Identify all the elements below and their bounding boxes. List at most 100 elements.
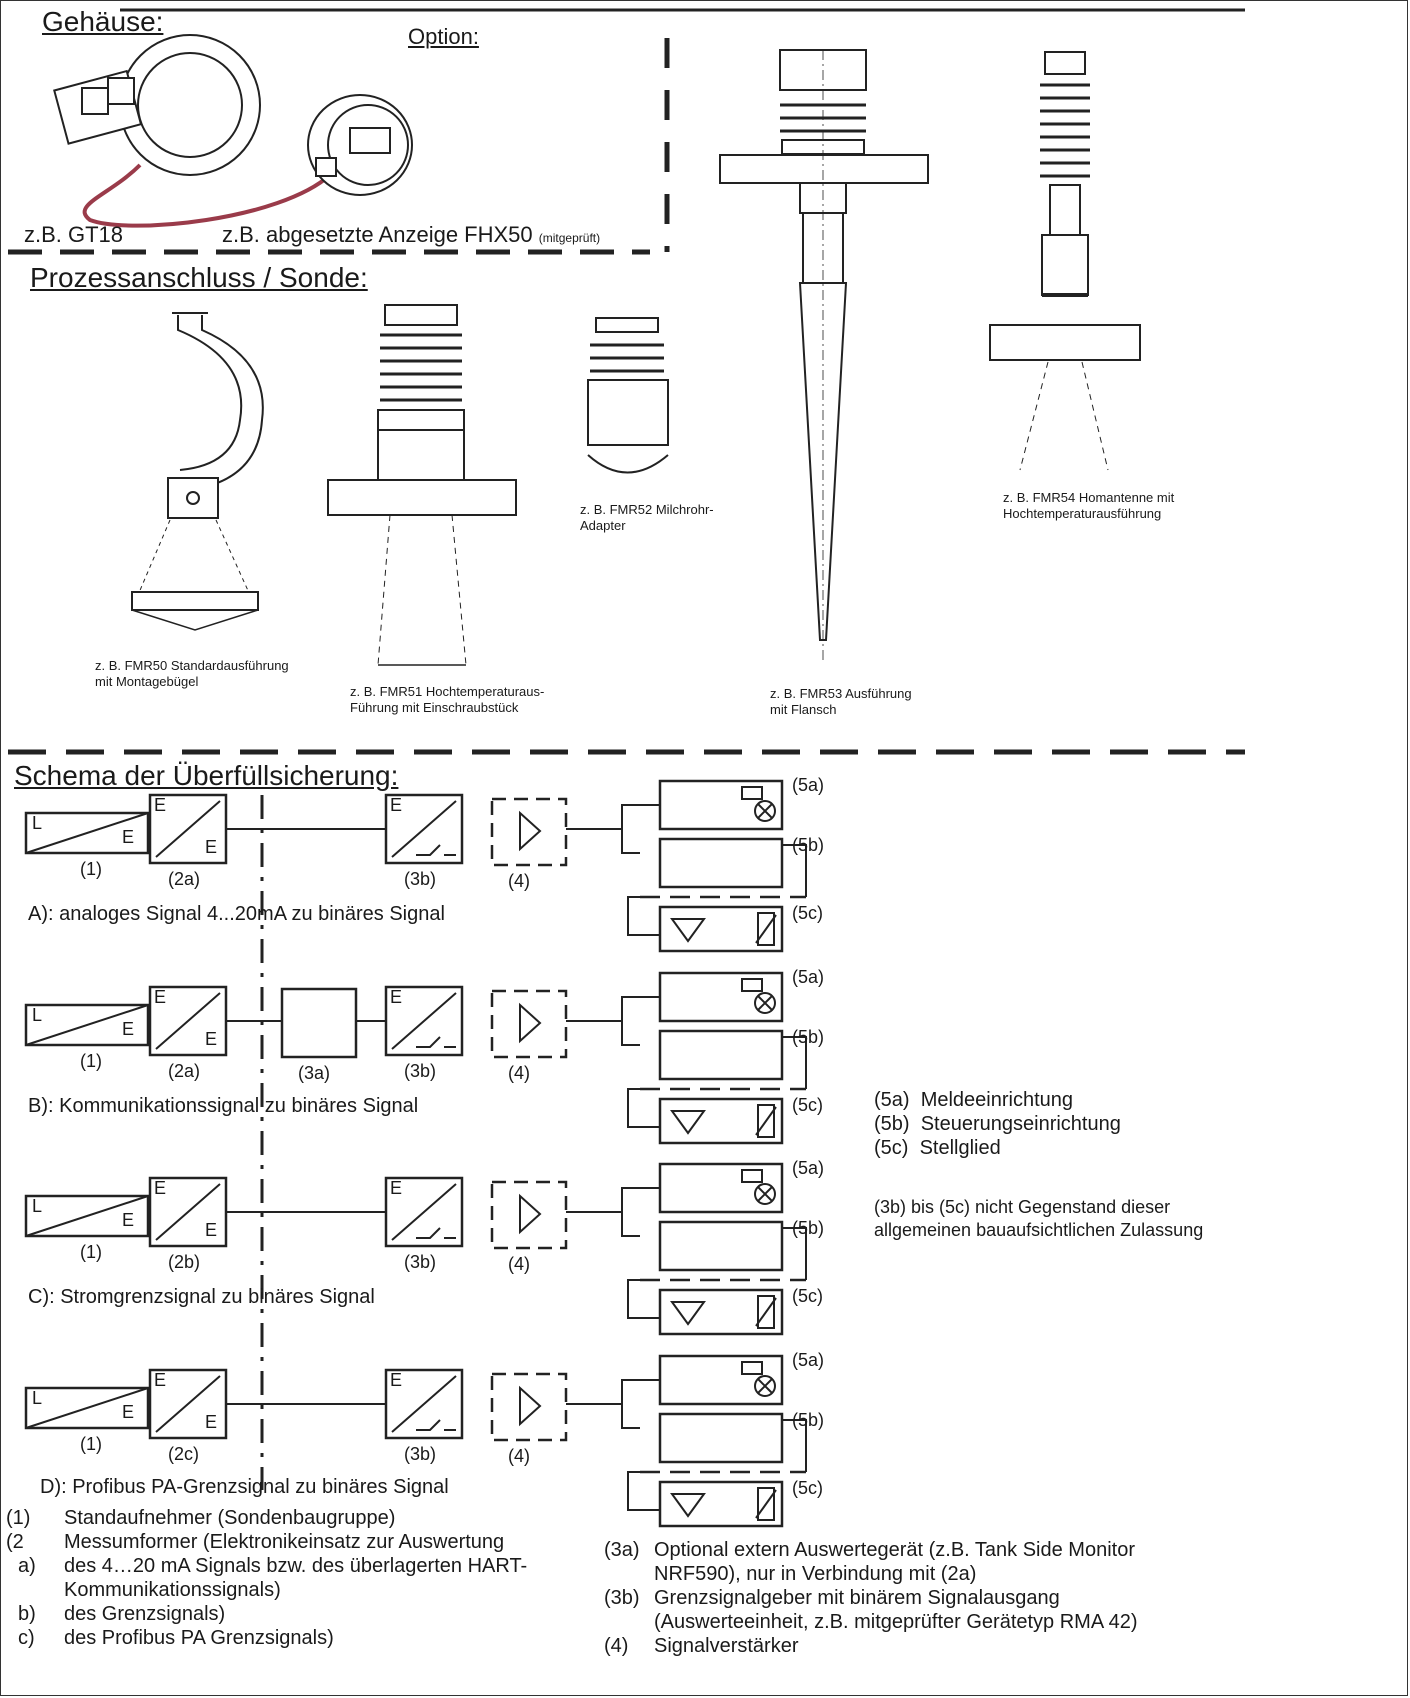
branch-wire — [621, 996, 660, 1046]
probe-fmr52-line1: z. B. FMR52 Milchrohr- — [580, 502, 714, 517]
transmitter-letter-e1: E — [154, 1370, 167, 1390]
side-legend-value: Steuerungseinrichtung — [920, 1113, 1121, 1135]
amplifier-box — [490, 797, 568, 867]
sensor-letter-e: E — [122, 1019, 135, 1039]
transmitter-letter-e1: E — [154, 1178, 167, 1198]
control-device-box — [658, 1029, 784, 1081]
legend-right-row: (Auswerteeinheit, z.B. mitgeprüfter Gerä… — [604, 1610, 1138, 1634]
label-2: (2b) — [168, 1252, 201, 1272]
control-wire — [782, 1227, 807, 1280]
control-device-box — [658, 1412, 784, 1464]
legend-right-row: (3b)Grenzsignalgeber mit binärem Signala… — [604, 1586, 1138, 1610]
branch-wire — [621, 1187, 660, 1237]
label-5c: (5c) — [792, 1286, 823, 1306]
transmitter-letter-e2: E — [205, 837, 218, 857]
label-fhx50-note: (mitgeprüft) — [538, 231, 601, 245]
amplifier-triangle — [519, 1193, 542, 1235]
section-schema: Schema der Überfüllsicherung: — [14, 760, 399, 791]
label-gt18: z.B. GT18 — [24, 222, 124, 247]
legend-right-row: (4)Signalverstärker — [604, 1634, 1138, 1658]
solenoid-icon — [757, 1487, 775, 1521]
horn-icon — [741, 786, 763, 800]
label-2: (2c) — [168, 1444, 199, 1464]
branch-wire — [621, 804, 660, 854]
limit-switch-diagonal — [391, 1375, 457, 1433]
horn-icon — [741, 978, 763, 992]
probe-fmr53-line2: mit Flansch — [770, 702, 837, 717]
control-device-box — [658, 1220, 784, 1272]
legend-left-row: Kommunikationssignals) — [6, 1578, 527, 1602]
limit-switch-letter-e: E — [390, 987, 403, 1007]
probe-fmr51-caption: z. B. FMR51 Hochtemperaturaus- Führung m… — [350, 684, 544, 716]
side-legend-item: (5c) Stellglied — [874, 1136, 1121, 1160]
section-housing: Gehäuse: — [42, 6, 164, 37]
sensor-diagonal — [25, 1195, 149, 1237]
solenoid-slash — [755, 914, 777, 944]
side-legend-item: (5b) Steuerungseinrichtung — [874, 1112, 1121, 1136]
label-4: (4) — [508, 871, 530, 891]
sensor-letter-e: E — [122, 1402, 135, 1422]
transmitter-diagonal — [155, 992, 221, 1050]
side-legend-key: (5a) — [874, 1089, 910, 1111]
solenoid-slash — [755, 1297, 777, 1327]
legend-left-value: Standaufnehmer (Sondenbaugruppe) — [64, 1507, 396, 1529]
sensor-letter-l: L — [32, 813, 43, 833]
legend-right-value: (Auswerteeinheit, z.B. mitgeprüfter Gerä… — [654, 1611, 1138, 1633]
control-wire — [782, 1036, 807, 1089]
transmitter-letter-e2: E — [205, 1220, 218, 1240]
lamp-cross-2 — [757, 1378, 773, 1394]
legend-right-key: (3b) — [604, 1587, 640, 1609]
row-caption: D): Profibus PA-Grenzsignal zu binäres S… — [40, 1476, 449, 1498]
transmitter-diagonal — [155, 800, 221, 858]
valve-icon — [670, 1493, 706, 1518]
side-legend-value: Meldeeinrichtung — [920, 1089, 1074, 1111]
actuator-wire — [627, 1471, 660, 1511]
valve-icon — [670, 1301, 706, 1326]
lamp-cross-2 — [757, 803, 773, 819]
probe-fmr53-caption: z. B. FMR53 Ausführung mit Flansch — [770, 686, 912, 718]
legend-left-key: (2 — [6, 1531, 24, 1553]
legend-left-value: des Profibus PA Grenzsignals) — [64, 1627, 334, 1649]
probe-fmr53-line1: z. B. FMR53 Ausführung — [770, 686, 912, 701]
legend-left-key: b) — [18, 1603, 36, 1625]
label-5a: (5a) — [792, 967, 825, 987]
label-4: (4) — [508, 1063, 530, 1083]
label-fhx50-text: z.B. abgesetzte Anzeige FHX50 — [222, 222, 533, 247]
label-5c: (5c) — [792, 1478, 823, 1498]
legend-left-key: c) — [18, 1627, 35, 1649]
transmitter-letter-e2: E — [205, 1029, 218, 1049]
sensor-letter-l: L — [32, 1005, 43, 1025]
label-1: (1) — [80, 1242, 102, 1262]
solenoid-slash — [755, 1106, 777, 1136]
branch-wire — [621, 1379, 660, 1429]
label-5b: (5b) — [792, 1218, 825, 1238]
side-legend-value: Stellglied — [919, 1137, 1001, 1159]
switch-symbol — [416, 1227, 456, 1239]
side-legend-item: (5a) Meldeeinrichtung — [874, 1088, 1121, 1112]
solenoid-slash — [755, 1489, 777, 1519]
label-5c: (5c) — [792, 1095, 823, 1115]
transmitter-diagonal — [155, 1375, 221, 1433]
label-5b: (5b) — [792, 1410, 825, 1430]
label-5c: (5c) — [792, 903, 823, 923]
limit-switch-letter-e: E — [390, 795, 403, 815]
probe-fmr52-caption: z. B. FMR52 Milchrohr- Adapter — [580, 502, 714, 534]
transmitter-letter-e1: E — [154, 795, 167, 815]
amplifier-triangle — [519, 1385, 542, 1427]
legend-right-row: (3a)Optional extern Auswertegerät (z.B. … — [604, 1538, 1138, 1562]
amplifier-box — [490, 989, 568, 1059]
label-5a: (5a) — [792, 1350, 825, 1370]
legend-left-key: a) — [18, 1555, 36, 1577]
valve-icon — [670, 918, 706, 943]
lamp-cross-2 — [757, 995, 773, 1011]
limit-switch-letter-e: E — [390, 1178, 403, 1198]
valve-icon — [670, 1110, 706, 1135]
probe-fmr50-line1: z. B. FMR50 Standardausführung — [95, 658, 289, 673]
legend-right-row: NRF590), nur in Verbindung mit (2a) — [604, 1562, 1138, 1586]
side-legend-key: (5c) — [874, 1137, 909, 1159]
label-1: (1) — [80, 1051, 102, 1071]
control-wire — [782, 1419, 807, 1472]
row-caption: C): Stromgrenzsignal zu binäres Signal — [28, 1286, 375, 1308]
